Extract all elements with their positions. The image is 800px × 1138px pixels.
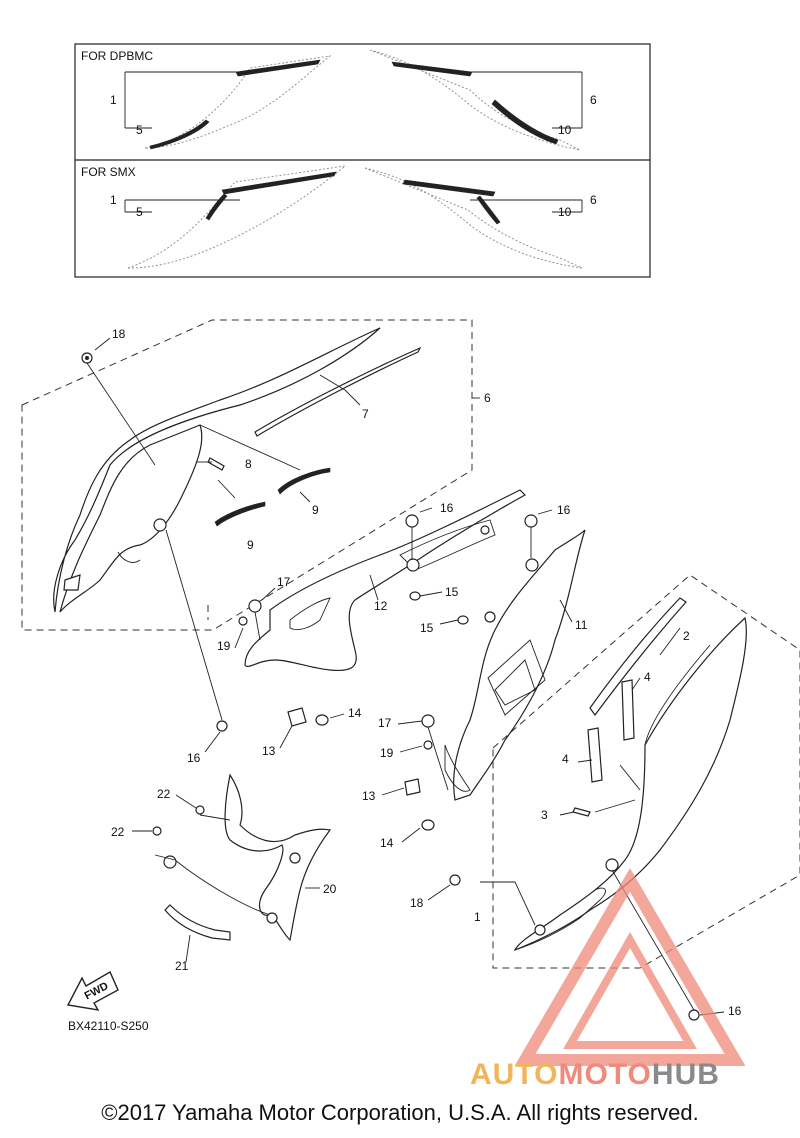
callout-22: 22 <box>111 825 125 839</box>
callout-16: 16 <box>187 751 201 765</box>
inset2-label-left-top: 1 <box>110 193 117 207</box>
callout-19: 19 <box>217 639 231 653</box>
callout-leaders <box>94 337 725 1016</box>
drawing-code: BX42110-S250 <box>68 1019 149 1033</box>
callout-14: 14 <box>380 836 394 850</box>
callout-18: 18 <box>112 327 126 341</box>
assembly-1-group <box>449 574 800 1021</box>
callout-21: 21 <box>175 959 189 973</box>
callout-6: 6 <box>484 391 491 405</box>
callout-labels: 18 7 6 8 9 9 16 16 12 11 15 15 17 19 14 … <box>111 327 742 1018</box>
callout-20: 20 <box>323 882 337 896</box>
callout-15: 15 <box>420 621 434 635</box>
inset1-label-left-bottom: 5 <box>136 123 143 137</box>
inset-heading-smx: FOR SMX <box>81 165 136 179</box>
callout-22: 22 <box>157 787 171 801</box>
callout-14: 14 <box>348 706 362 720</box>
callout-7: 7 <box>362 407 369 421</box>
callout-4: 4 <box>562 752 569 766</box>
inset2-label-right-top: 6 <box>590 193 597 207</box>
callout-13: 13 <box>262 744 276 758</box>
callout-9: 9 <box>247 538 254 552</box>
inset-heading-dpbmc: FOR DPBMC <box>81 49 153 63</box>
callout-1: 1 <box>474 910 481 924</box>
callout-8: 8 <box>245 457 252 471</box>
watermark-moto: MOTO <box>558 1058 652 1091</box>
watermark-triangle-icon <box>514 868 746 1066</box>
callout-16: 16 <box>557 503 571 517</box>
callout-13: 13 <box>362 789 376 803</box>
watermark-logo <box>514 868 746 1066</box>
assembly-6-group <box>21 319 480 721</box>
callout-16: 16 <box>728 1004 742 1018</box>
inset1-label-right-top: 6 <box>590 93 597 107</box>
callout-4: 4 <box>644 670 651 684</box>
inner-panels-group <box>207 489 586 831</box>
callout-19: 19 <box>380 746 394 760</box>
watermark-text: AUTOMOTOHUB <box>470 1058 720 1092</box>
inset1-label-left-top: 1 <box>110 93 117 107</box>
callout-16: 16 <box>440 501 454 515</box>
variant-inset-box: FOR DPBMC 1 5 6 10 FOR SMX 1 5 6 10 <box>74 43 651 278</box>
inset2-label-right-bottom: 10 <box>558 205 572 219</box>
callout-12: 12 <box>374 599 388 613</box>
callout-2: 2 <box>683 629 690 643</box>
callout-3: 3 <box>541 808 548 822</box>
inset1-label-right-bottom: 10 <box>558 123 572 137</box>
callout-18: 18 <box>410 896 424 910</box>
callout-17: 17 <box>277 575 291 589</box>
fwd-arrow-icon: FWD <box>66 971 119 1011</box>
callout-15: 15 <box>445 585 459 599</box>
inset2-label-left-bottom: 5 <box>136 205 143 219</box>
duct-group <box>152 773 332 942</box>
watermark-hub: HUB <box>651 1058 720 1091</box>
callout-9: 9 <box>312 503 319 517</box>
callout-17: 17 <box>378 716 392 730</box>
copyright-notice: ©2017 Yamaha Motor Corporation, U.S.A. A… <box>101 1100 699 1125</box>
callout-11: 11 <box>575 618 588 632</box>
watermark-auto: AUTO <box>470 1058 559 1091</box>
